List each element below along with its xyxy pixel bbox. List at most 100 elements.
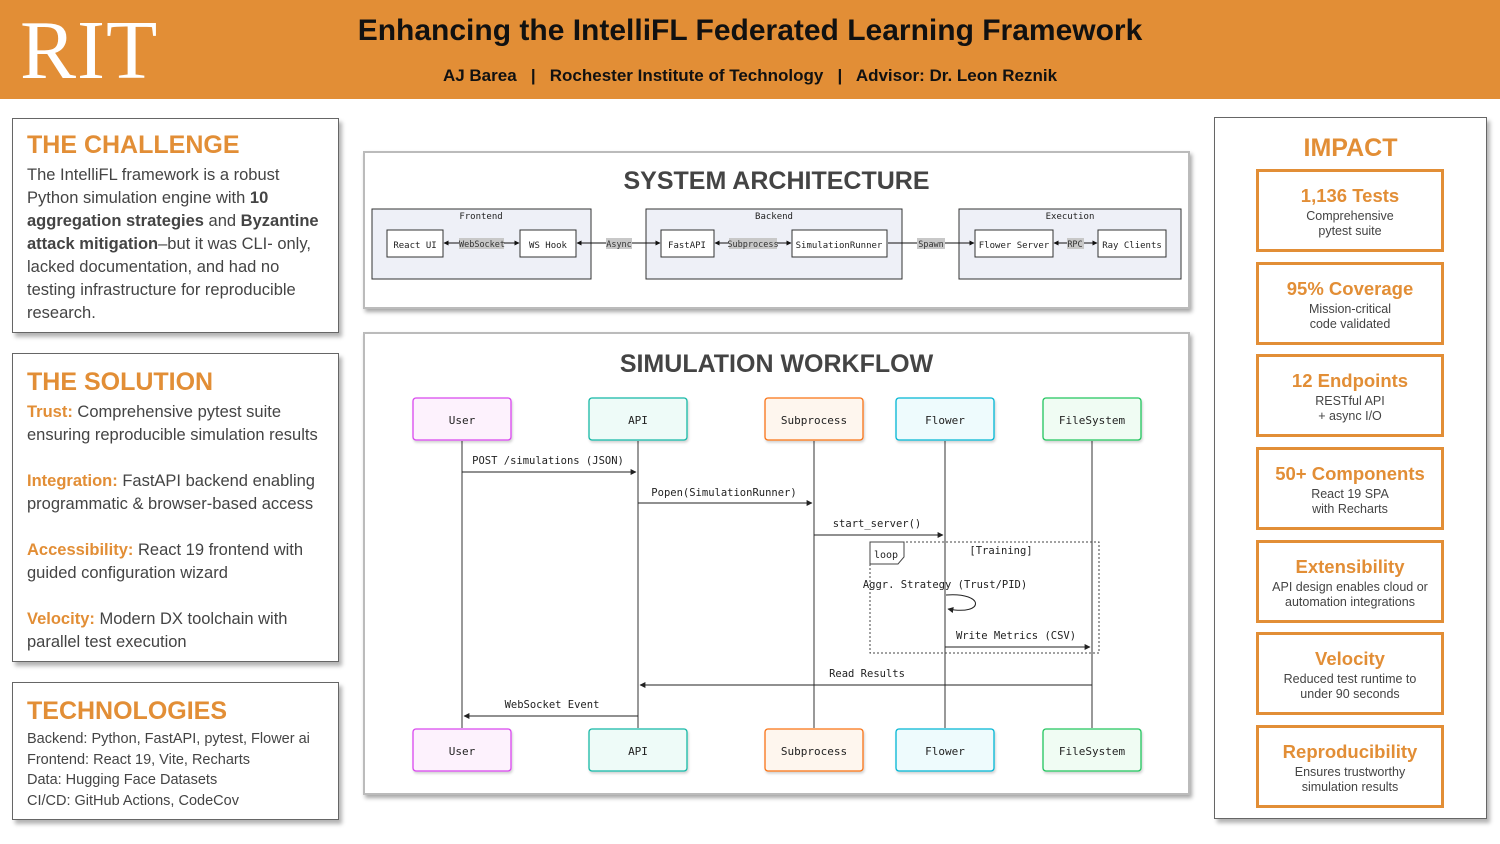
tech-line-data: Data: Hugging Face Datasets: [27, 772, 218, 788]
architecture-diagram: Frontend Backend Execution React UI WS H…: [371, 208, 1182, 280]
message-label-aggr-strategy: Aggr. Strategy (Trust/PID): [863, 579, 1027, 591]
message-label-write-metrics: Write Metrics (CSV): [956, 630, 1076, 642]
impact-card-reproducibility: Reproducibility Ensures trustworthy simu…: [1256, 725, 1444, 808]
node-label-ws-hook: WS Hook: [529, 241, 568, 251]
impact-card-velocity: Velocity Reduced test runtime to under 9…: [1256, 632, 1444, 715]
challenge-text-part: and: [203, 212, 241, 230]
challenge-heading: THE CHALLENGE: [27, 131, 240, 159]
edge-label-bg-subprocess: [729, 238, 777, 249]
loop-tag: [869, 541, 905, 565]
node-ws-hook: [519, 229, 577, 258]
impact-card-title: Extensibility: [1295, 556, 1405, 577]
solution-label: Trust:: [27, 403, 73, 421]
message-label-websocket-event: WebSocket Event: [505, 699, 600, 711]
group-label-backend: Backend: [755, 212, 793, 222]
participant-label-subprocess-bottom: Subprocess: [781, 745, 847, 758]
impact-card-endpoints: 12 Endpoints RESTful API + async I/O: [1256, 354, 1444, 437]
solution-panel: THE SOLUTION Trust: Comprehensive pytest…: [12, 353, 339, 662]
participant-label-flower: Flower: [925, 414, 965, 427]
impact-card-title: 1,136 Tests: [1300, 185, 1400, 206]
node-fastapi: [660, 229, 715, 258]
edge-label-rpc: RPC: [1067, 240, 1082, 250]
node-flower-server: [974, 229, 1054, 258]
group-label-frontend: Frontend: [459, 212, 502, 222]
poster-title: Enhancing the IntelliFL Federated Learni…: [357, 14, 1143, 47]
impact-card-tests: 1,136 Tests Comprehensive pytest suite: [1256, 169, 1444, 252]
solution-text: Modern DX toolchain with parallel test e…: [27, 610, 288, 651]
header-banner: RIT Enhancing the IntelliFL Federated Le…: [0, 0, 1500, 99]
solution-label: Integration:: [27, 472, 118, 490]
participant-label-filesystem: FileSystem: [1059, 414, 1126, 427]
tech-line-frontend: Frontend: React 19, Vite, Recharts: [27, 751, 250, 768]
technologies-heading: TECHNOLOGIES: [27, 697, 228, 725]
architecture-panel: SYSTEM ARCHITECTURE Frontend Backend Exe…: [363, 151, 1190, 309]
solution-item-integration: Integration: FastAPI backend enabling pr…: [27, 470, 324, 516]
sequence-diagram: User API Subprocess Flower FileSystem PO…: [412, 397, 1142, 772]
edge-label-websocket: WebSocket: [459, 240, 505, 250]
participant-api-top: [588, 397, 688, 441]
impact-card-title: Velocity: [1315, 648, 1385, 669]
edge-label-bg-websocket: [459, 238, 504, 249]
challenge-text-part: –but it was CLI- only, lacked documentat…: [27, 235, 311, 322]
node-label-simulation-runner: SimulationRunner: [796, 241, 883, 251]
node-label-fastapi: FastAPI: [668, 241, 706, 251]
tech-line-cicd: CI/CD: GitHub Actions, CodeCov: [27, 792, 239, 809]
participant-filesystem-top: [1042, 397, 1142, 441]
edge-label-spawn: Spawn: [918, 240, 944, 250]
impact-card-desc: Comprehensive pytest suite: [1306, 209, 1394, 238]
participant-user-top: [412, 397, 512, 441]
impact-card-components: 50+ Components React 19 SPA with Rechart…: [1256, 447, 1444, 530]
impact-card-desc: API design enables cloud or automation i…: [1272, 580, 1428, 609]
challenge-text-part: The IntelliFL framework is a robust Pyth…: [27, 166, 280, 207]
architecture-title: SYSTEM ARCHITECTURE: [623, 167, 930, 195]
participant-subprocess-bottom: [764, 728, 864, 772]
impact-card-desc: RESTful API + async I/O: [1315, 394, 1385, 423]
impact-card-title: Reproducibility: [1282, 741, 1418, 762]
node-simulation-runner: [791, 229, 888, 258]
participant-label-api: API: [628, 414, 648, 427]
group-label-execution: Execution: [1046, 212, 1095, 222]
challenge-bold-byzantine: Byzantine attack mitigation: [27, 212, 319, 253]
participant-label-user: User: [449, 414, 476, 427]
tech-line-backend: Backend: Python, FastAPI, pytest, Flower…: [27, 731, 310, 747]
node-label-ray-clients: Ray Clients: [1102, 241, 1162, 251]
poster-subtitle: AJ Barea | Rochester Institute of Techno…: [442, 66, 1058, 85]
participant-label-subprocess: Subprocess: [781, 414, 847, 427]
node-ray-clients: [1097, 229, 1167, 258]
impact-card-coverage: 95% Coverage Mission-critical code valid…: [1256, 262, 1444, 345]
edge-label-async: Async: [606, 240, 632, 250]
solution-text: React 19 frontend with guided configurat…: [27, 541, 304, 582]
node-label-flower-server: Flower Server: [979, 241, 1050, 251]
message-label-start-server: start_server(): [833, 518, 922, 530]
impact-card-extensibility: Extensibility API design enables cloud o…: [1256, 540, 1444, 623]
node-label-react-ui: React UI: [393, 241, 436, 251]
impact-heading: IMPACT: [1303, 134, 1398, 162]
solution-item-velocity: Velocity: Modern DX toolchain with paral…: [27, 608, 324, 654]
impact-card-desc: Reduced test runtime to under 90 seconds: [1283, 672, 1417, 701]
edge-label-bg-async: [606, 238, 632, 249]
participant-subprocess-top: [764, 397, 864, 441]
participant-label-flower-bottom: Flower: [925, 745, 965, 758]
edge-label-bg-rpc: [1067, 238, 1084, 249]
participant-label-api-bottom: API: [628, 745, 648, 758]
message-label-popen: Popen(SimulationRunner): [651, 487, 796, 499]
loop-tag-label: loop: [874, 550, 898, 561]
rit-logo: RIT: [20, 4, 159, 97]
message-label-read-results: Read Results: [829, 668, 905, 680]
participant-user-bottom: [412, 728, 512, 772]
edge-label-bg-spawn: [917, 238, 945, 249]
challenge-bold-strategies: 10 aggregation strategies: [27, 189, 269, 230]
impact-card-title: 50+ Components: [1275, 463, 1425, 484]
impact-card-title: 95% Coverage: [1286, 278, 1414, 299]
solution-item-trust: Trust: Comprehensive pytest suite ensuri…: [27, 401, 324, 447]
workflow-title: SIMULATION WORKFLOW: [619, 350, 934, 378]
loop-condition: [Training]: [969, 545, 1032, 557]
solution-text: FastAPI backend enabling programmatic & …: [27, 472, 315, 513]
participant-label-filesystem-bottom: FileSystem: [1059, 745, 1126, 758]
message-label-post: POST /simulations (JSON): [472, 455, 624, 467]
solution-label: Accessibility:: [27, 541, 134, 559]
solution-heading: THE SOLUTION: [27, 368, 214, 396]
impact-card-desc: Mission-critical code validated: [1309, 302, 1391, 331]
message-arrow-aggr-strategy: [945, 594, 976, 613]
participant-flower-top: [895, 397, 995, 441]
